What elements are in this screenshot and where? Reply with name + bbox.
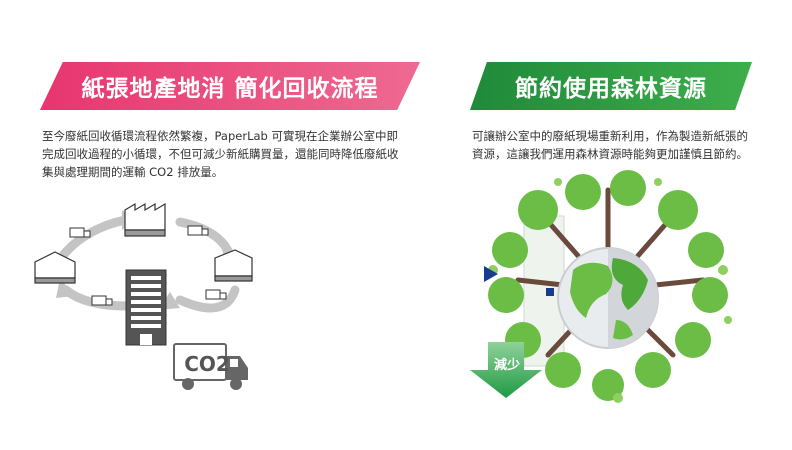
recycle-cycle-illustration [34,202,253,346]
left-description: 至今廢紙回收循環流程依然繁複，PaperLab 可實現在企業辦公室中即完成回收過… [42,129,399,179]
small-truck-icons [69,225,227,306]
co2-label: CO2 [184,352,230,376]
left-title: 紙張地產地消 簡化回收流程 [81,76,379,102]
pointer-square-icon [546,288,554,296]
reduce-down-arrow-icon [470,342,542,398]
globe-icon [557,247,659,349]
pointer-triangle-icon [484,266,498,282]
small-leaves [488,178,732,403]
left-banner: 紙張地產地消 簡化回收流程 [40,62,420,110]
forest-globe-illustration [488,170,732,403]
office-building-icon [125,269,167,346]
warehouse-icon [34,251,76,284]
warehouse-right-icon [214,249,253,282]
right-title: 節約使用森林資源 [515,76,707,102]
right-description: 可讓辦公室中的廢紙現場重新利用，作為製造新紙張的資源，這讓我們運用森林資源時能夠… [472,129,748,161]
co2-truck-icon [173,343,248,390]
reduce-label: 減少 [493,358,520,373]
factory-icon [124,202,166,237]
right-banner: 節約使用森林資源 [470,62,752,110]
tree-leaves [488,170,728,401]
